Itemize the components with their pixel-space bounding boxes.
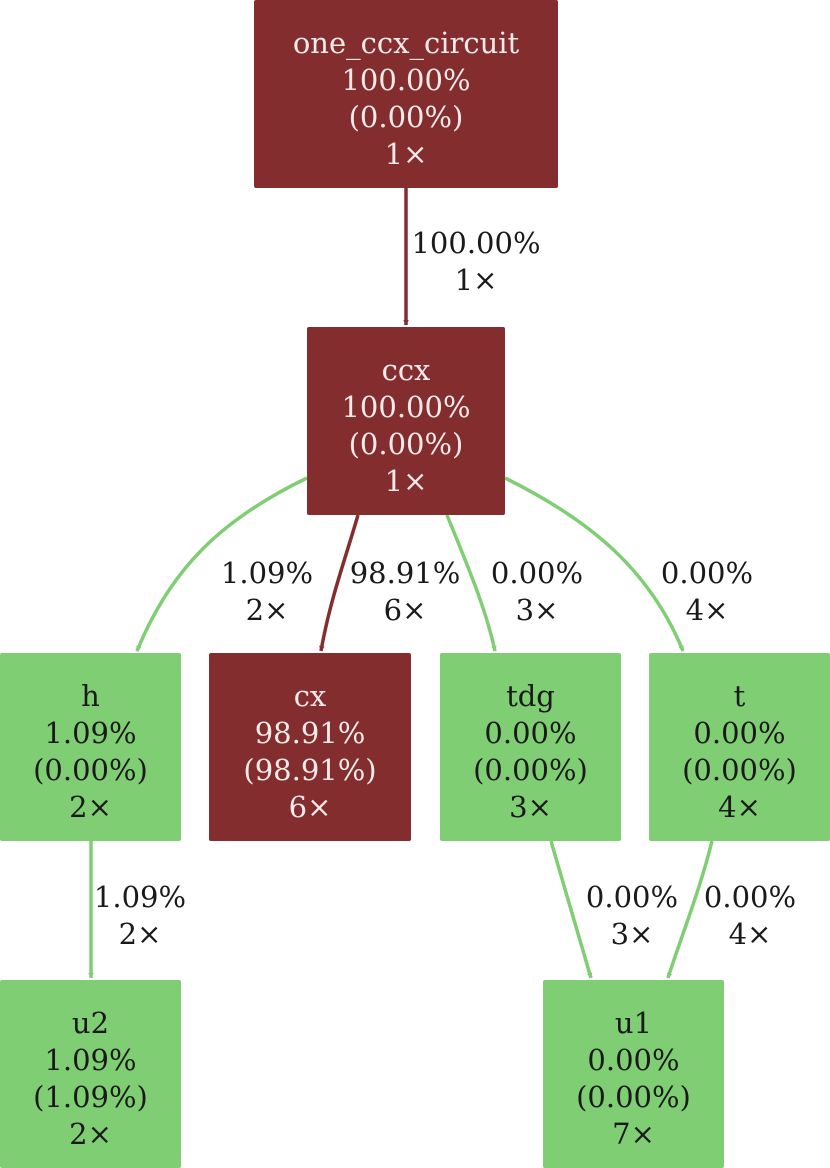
node-box — [543, 980, 724, 1168]
edges-layer: 100.00%1×1.09%2×98.91%6×0.00%3×0.00%4×1.… — [88, 188, 796, 979]
node-u2[interactable]: u21.09%(1.09%)2× — [0, 980, 181, 1168]
node-name-label: u1 — [615, 1006, 652, 1040]
node-call-count: 3× — [509, 790, 552, 824]
node-total-percent: 0.00% — [693, 716, 785, 750]
edge-percent-label: 1.09% — [94, 880, 186, 914]
node-self-percent: (1.09%) — [33, 1080, 148, 1114]
node-self-percent: (0.00%) — [473, 753, 588, 787]
node-t[interactable]: t0.00%(0.00%)4× — [649, 653, 830, 841]
node-call-count: 2× — [69, 790, 112, 824]
edge-percent-label: 0.00% — [661, 556, 753, 590]
edge-calls-label: 4× — [686, 593, 729, 627]
edge-calls-label: 3× — [611, 917, 654, 951]
node-box — [649, 653, 830, 841]
node-self-percent: (0.00%) — [33, 753, 148, 787]
node-total-percent: 100.00% — [341, 390, 470, 424]
node-call-count: 6× — [289, 790, 332, 824]
node-box — [440, 653, 621, 841]
edge-calls-label: 6× — [384, 593, 427, 627]
node-call-count: 4× — [718, 790, 761, 824]
edge-calls-label: 2× — [246, 593, 289, 627]
node-total-percent: 0.00% — [484, 716, 576, 750]
edge-calls-label: 2× — [119, 917, 162, 951]
edge-percent-label: 98.91% — [350, 556, 461, 590]
node-total-percent: 1.09% — [44, 1043, 136, 1077]
node-box — [209, 653, 411, 841]
node-name-label: tdg — [506, 679, 555, 713]
node-call-count: 7× — [612, 1117, 655, 1151]
node-total-percent: 0.00% — [587, 1043, 679, 1077]
edge-tdg-to-u1: 0.00%3× — [549, 840, 678, 979]
node-self-percent: (0.00%) — [682, 753, 797, 787]
edge-percent-label: 100.00% — [411, 226, 540, 260]
node-box — [307, 327, 505, 515]
node-call-count: 2× — [69, 1117, 112, 1151]
edge-ccx-to-t: 0.00%4× — [504, 476, 753, 652]
edge-percent-label: 0.00% — [491, 556, 583, 590]
edge-line — [549, 840, 593, 979]
node-total-percent: 1.09% — [44, 716, 136, 750]
edge-percent-label: 0.00% — [704, 880, 796, 914]
node-name-label: one_ccx_circuit — [293, 26, 520, 61]
node-name-label: u2 — [72, 1006, 109, 1040]
edge-calls-label: 4× — [729, 917, 772, 951]
edge-h-to-u2: 1.09%2× — [88, 841, 186, 979]
edge-calls-label: 1× — [455, 263, 498, 297]
node-self-percent: (0.00%) — [349, 427, 464, 461]
edge-ccx-to-tdg: 0.00%3× — [445, 514, 583, 652]
node-box — [0, 980, 181, 1168]
edge-line — [445, 514, 497, 652]
node-h[interactable]: h1.09%(0.00%)2× — [0, 653, 181, 841]
node-box — [254, 0, 558, 188]
node-u1[interactable]: u10.00%(0.00%)7× — [543, 980, 724, 1168]
edge-calls-label: 3× — [516, 593, 559, 627]
edge-ccx-to-cx: 98.91%6× — [319, 514, 461, 652]
edge-line — [135, 476, 308, 652]
node-self-percent: (0.00%) — [349, 100, 464, 134]
node-call-count: 1× — [385, 464, 428, 498]
edge-line — [666, 840, 714, 979]
edge-percent-label: 0.00% — [586, 880, 678, 914]
node-box — [0, 653, 181, 841]
edge-percent-label: 1.09% — [221, 556, 313, 590]
node-name-label: h — [81, 679, 100, 713]
node-self-percent: (0.00%) — [576, 1080, 691, 1114]
node-total-percent: 98.91% — [255, 716, 366, 750]
edge-line — [319, 514, 360, 652]
node-self-percent: (98.91%) — [243, 753, 376, 787]
node-total-percent: 100.00% — [341, 63, 470, 97]
edge-one_ccx_circuit-to-ccx: 100.00%1× — [403, 188, 541, 326]
node-name-label: t — [734, 679, 746, 713]
node-call-count: 1× — [385, 137, 428, 171]
node-name-label: cx — [294, 679, 327, 713]
edge-ccx-to-h: 1.09%2× — [135, 476, 313, 652]
node-name-label: ccx — [382, 353, 431, 387]
edge-line — [504, 476, 685, 652]
edge-t-to-u1: 0.00%4× — [666, 840, 796, 979]
